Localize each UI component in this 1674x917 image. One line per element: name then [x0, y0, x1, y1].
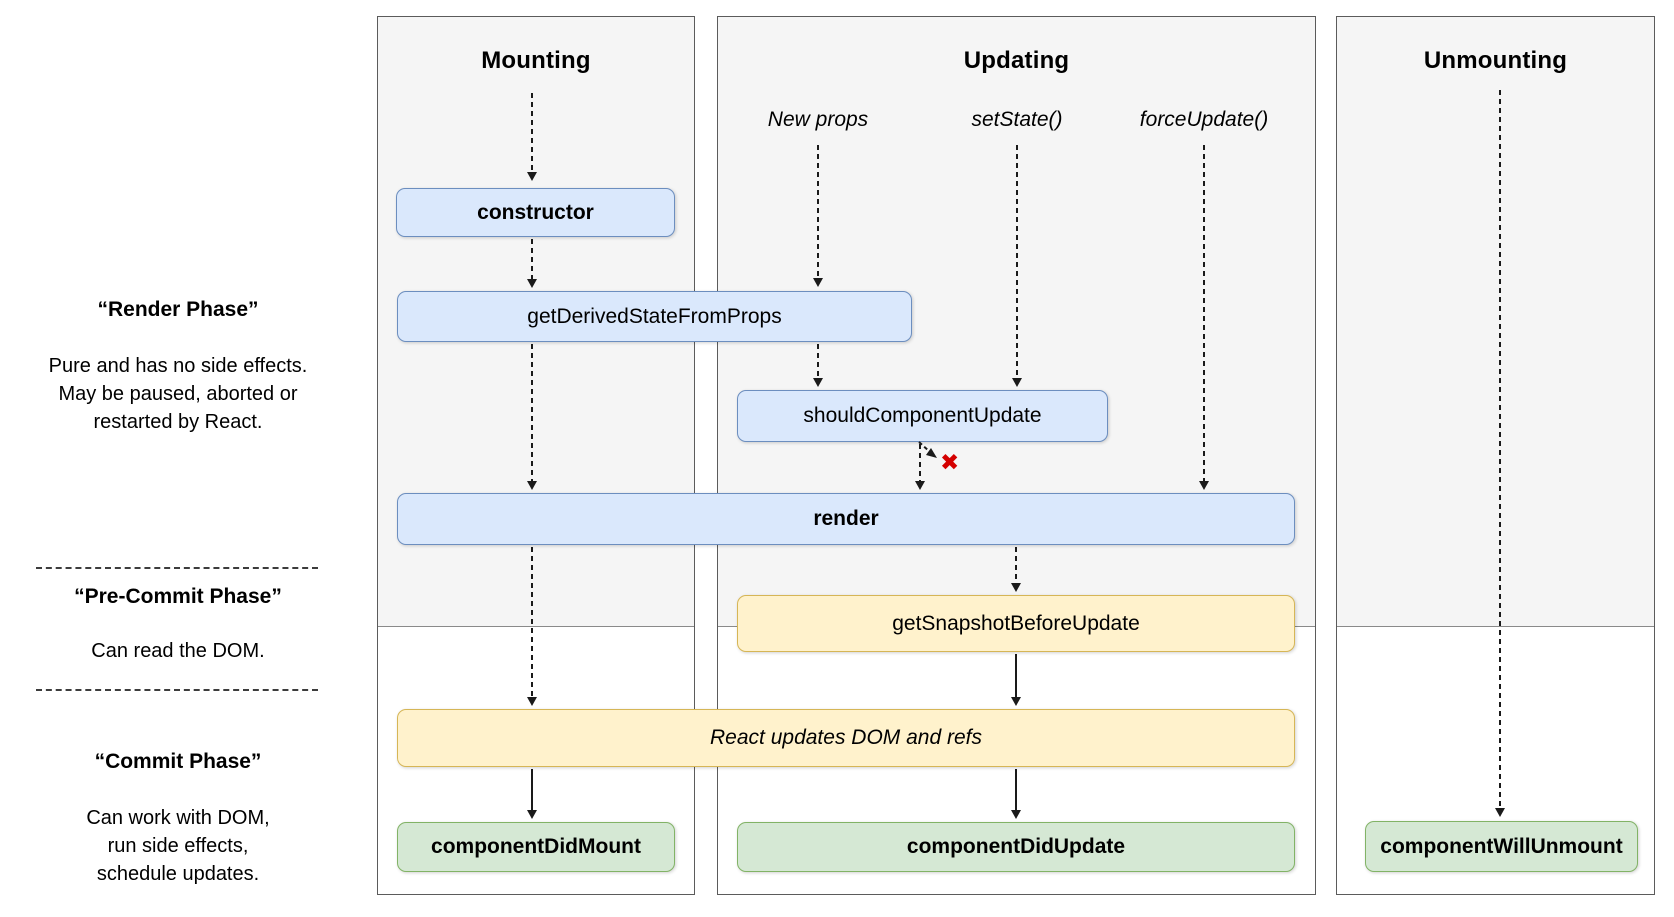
arrowhead-icon	[1010, 583, 1021, 592]
blocked-x-icon: ✖	[940, 449, 960, 475]
flow-arrow	[817, 145, 819, 279]
arrowhead-icon	[812, 278, 823, 287]
node-constructor[interactable]: constructor	[396, 188, 675, 237]
trigger-force-update: forceUpdate()	[1139, 108, 1269, 131]
flow-arrow	[1015, 547, 1017, 584]
arrowhead-icon	[1198, 481, 1209, 490]
arrowhead-icon	[526, 172, 537, 181]
node-get-snapshot-before-update[interactable]: getSnapshotBeforeUpdate	[737, 595, 1295, 652]
arrowhead-icon	[1010, 697, 1021, 706]
blocked-branch-arrow	[918, 441, 937, 458]
description-line: Pure and has no side effects.	[48, 355, 308, 377]
node-render[interactable]: render	[397, 493, 1295, 545]
column-title-unmounting: Unmounting	[1423, 47, 1568, 74]
flow-arrow	[919, 444, 921, 482]
commit-phase-title: “Commit Phase”	[94, 750, 262, 773]
commit-phase-description: Can work with DOM, run side effects, sch…	[18, 804, 338, 888]
arrowhead-icon	[1011, 378, 1022, 387]
flow-arrow	[531, 239, 533, 280]
render-phase-description: Pure and has no side effects. May be pau…	[18, 352, 338, 436]
arrowhead-icon	[526, 481, 537, 490]
flow-arrow	[1015, 769, 1017, 811]
node-should-component-update[interactable]: shouldComponentUpdate	[737, 390, 1108, 442]
flow-arrow	[531, 93, 533, 173]
arrowhead-icon	[526, 697, 537, 706]
flow-arrow	[1203, 145, 1205, 482]
description-line: schedule updates.	[96, 863, 260, 885]
phase-separator	[36, 689, 318, 691]
node-component-did-update[interactable]: componentDidUpdate	[737, 822, 1295, 872]
arrowhead-icon	[914, 481, 925, 490]
column-title-updating: Updating	[963, 47, 1070, 74]
flow-arrow	[817, 344, 819, 379]
node-react-updates-dom: React updates DOM and refs	[397, 709, 1295, 767]
trigger-new-props: New props	[767, 108, 869, 131]
column-title-mounting: Mounting	[481, 47, 591, 74]
description-line: May be paused, aborted or	[58, 383, 298, 405]
description-line: run side effects,	[107, 835, 249, 857]
arrowhead-icon	[812, 378, 823, 387]
node-get-derived-state-from-props[interactable]: getDerivedStateFromProps	[397, 291, 912, 342]
arrowhead-icon	[1494, 808, 1505, 817]
render-phase-background	[1337, 17, 1654, 627]
pre-commit-phase-title: “Pre-Commit Phase”	[74, 585, 282, 608]
arrowhead-icon	[1010, 810, 1021, 819]
flow-arrow	[1499, 90, 1501, 809]
phase-separator	[36, 567, 318, 569]
flow-arrow	[531, 547, 533, 698]
column-unmounting: Unmounting	[1336, 16, 1655, 895]
node-component-will-unmount[interactable]: componentWillUnmount	[1365, 821, 1638, 872]
flow-arrow	[1015, 654, 1017, 698]
arrowhead-icon	[526, 810, 537, 819]
flow-arrow	[531, 344, 533, 482]
arrowhead-icon	[526, 279, 537, 288]
description-line: Can work with DOM,	[86, 807, 270, 829]
pre-commit-phase-description: Can read the DOM.	[18, 637, 338, 665]
description-line: Can read the DOM.	[91, 640, 265, 662]
trigger-set-state: setState()	[971, 108, 1063, 131]
render-phase-title: “Render Phase”	[97, 298, 259, 321]
description-line: restarted by React.	[93, 411, 263, 433]
node-component-did-mount[interactable]: componentDidMount	[397, 822, 675, 872]
flow-arrow	[1016, 145, 1018, 379]
flow-arrow	[531, 769, 533, 811]
